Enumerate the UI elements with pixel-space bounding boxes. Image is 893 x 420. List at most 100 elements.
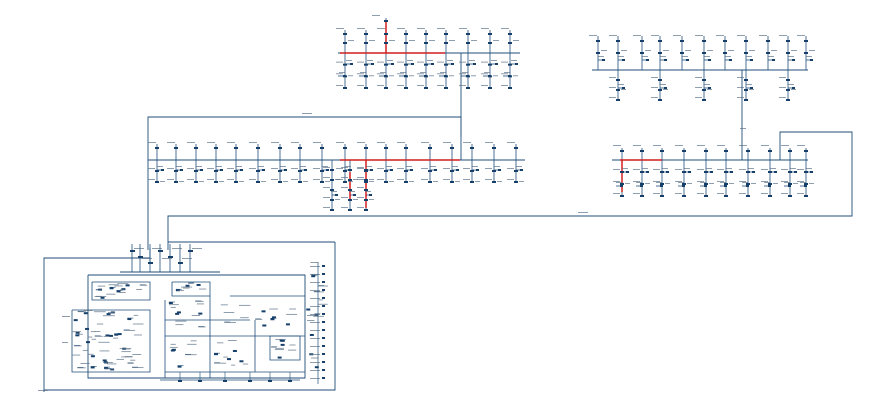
bus-node-190[interactable] (330, 179, 334, 181)
bus-node-168[interactable] (410, 169, 413, 171)
bus-node-319[interactable] (232, 350, 237, 353)
bus-node-132[interactable] (220, 169, 223, 171)
bus-node-0[interactable] (343, 63, 347, 66)
bus-node-170[interactable] (428, 170, 432, 172)
bus-node-111[interactable] (786, 89, 790, 91)
bus-node-333[interactable] (322, 297, 325, 299)
bus-node-290[interactable] (127, 318, 132, 321)
bus-node-139[interactable] (256, 181, 260, 183)
bus-node-171[interactable] (428, 181, 432, 183)
bus-node-75[interactable] (640, 52, 644, 54)
bus-node-166[interactable] (404, 170, 408, 172)
bus-node-205[interactable] (364, 209, 368, 211)
bus-node-348[interactable] (268, 380, 272, 382)
bus-node-38[interactable] (444, 33, 448, 35)
bus-node-142[interactable] (278, 170, 282, 172)
bus-node-28[interactable] (424, 63, 428, 66)
bus-node-141[interactable] (278, 147, 282, 149)
bus-node-92[interactable] (702, 99, 706, 101)
bus-node-263[interactable] (804, 183, 808, 185)
bus-node-48[interactable] (466, 75, 469, 77)
bus-node-54[interactable] (495, 63, 498, 65)
bus-node-334[interactable] (322, 305, 325, 307)
bus-node-309[interactable] (261, 310, 266, 313)
bus-node-116[interactable] (810, 59, 813, 61)
bus-node-150[interactable] (320, 170, 324, 172)
bus-node-134[interactable] (234, 170, 238, 172)
bus-node-9[interactable] (364, 87, 368, 89)
bus-node-273[interactable] (188, 250, 193, 252)
bus-node-115[interactable] (804, 52, 808, 54)
bus-node-62[interactable] (508, 75, 511, 77)
bus-node-191[interactable] (330, 189, 334, 191)
bus-node-304[interactable] (175, 312, 180, 315)
bus-node-206[interactable] (369, 194, 372, 196)
bus-node-296[interactable] (110, 368, 115, 371)
bus-node-63[interactable] (384, 20, 388, 22)
bus-node-94[interactable] (723, 40, 727, 42)
bus-node-220[interactable] (660, 171, 664, 173)
bus-node-20[interactable] (384, 75, 387, 77)
bus-node-68[interactable] (616, 52, 620, 54)
bus-node-265[interactable] (810, 171, 813, 173)
bus-node-221[interactable] (660, 183, 664, 185)
bus-node-130[interactable] (214, 170, 218, 172)
bus-node-73[interactable] (622, 87, 625, 89)
bus-node-179[interactable] (470, 181, 474, 183)
bus-node-97[interactable] (744, 40, 748, 42)
bus-node-349[interactable] (288, 380, 292, 382)
bus-node-226[interactable] (682, 171, 686, 173)
bus-node-128[interactable] (200, 169, 203, 171)
bus-node-278[interactable] (100, 296, 105, 299)
bus-node-164[interactable] (390, 169, 393, 171)
bus-node-279[interactable] (109, 287, 114, 290)
bus-node-19[interactable] (391, 63, 394, 65)
bus-node-70[interactable] (616, 79, 620, 81)
bus-node-31[interactable] (424, 33, 428, 35)
bus-node-244[interactable] (746, 171, 750, 173)
bus-node-18[interactable] (384, 42, 388, 44)
bus-node-67[interactable] (616, 40, 620, 42)
bus-node-154[interactable] (343, 170, 347, 172)
bus-node-215[interactable] (640, 183, 644, 185)
bus-node-69[interactable] (622, 59, 625, 61)
bus-node-264[interactable] (804, 195, 808, 197)
bus-node-45[interactable] (466, 33, 470, 35)
bus-node-103[interactable] (750, 87, 753, 89)
bus-node-253[interactable] (774, 171, 777, 173)
bus-node-101[interactable] (744, 89, 748, 91)
bus-node-27[interactable] (404, 75, 407, 77)
bus-node-343[interactable] (322, 377, 325, 379)
bus-node-119[interactable] (155, 181, 159, 183)
bus-node-123[interactable] (174, 181, 178, 183)
bus-node-95[interactable] (723, 52, 727, 54)
bus-node-247[interactable] (752, 171, 755, 173)
bus-node-117[interactable] (155, 147, 159, 149)
bus-node-34[interactable] (424, 75, 427, 77)
bus-node-146[interactable] (298, 170, 302, 172)
bus-node-327[interactable] (306, 308, 311, 311)
bus-node-196[interactable] (348, 179, 352, 181)
bus-node-100[interactable] (744, 79, 748, 81)
bus-node-17[interactable] (384, 33, 388, 35)
bus-node-186[interactable] (514, 170, 518, 172)
bus-node-85[interactable] (680, 52, 684, 54)
bus-node-114[interactable] (804, 40, 808, 42)
bus-node-298[interactable] (75, 331, 80, 334)
bus-node-153[interactable] (343, 147, 347, 149)
bus-node-212[interactable] (620, 185, 623, 187)
bus-node-30[interactable] (424, 87, 428, 89)
bus-node-222[interactable] (660, 195, 664, 197)
bus-node-131[interactable] (214, 181, 218, 183)
bus-node-236[interactable] (704, 185, 707, 187)
bus-node-347[interactable] (248, 380, 252, 382)
bus-node-200[interactable] (353, 194, 356, 196)
bus-node-250[interactable] (768, 171, 772, 173)
bus-node-182[interactable] (492, 170, 496, 172)
bus-node-113[interactable] (792, 87, 795, 89)
bus-node-183[interactable] (492, 181, 496, 183)
bus-node-172[interactable] (434, 169, 437, 171)
bus-node-203[interactable] (364, 189, 368, 191)
bus-node-175[interactable] (450, 181, 454, 183)
